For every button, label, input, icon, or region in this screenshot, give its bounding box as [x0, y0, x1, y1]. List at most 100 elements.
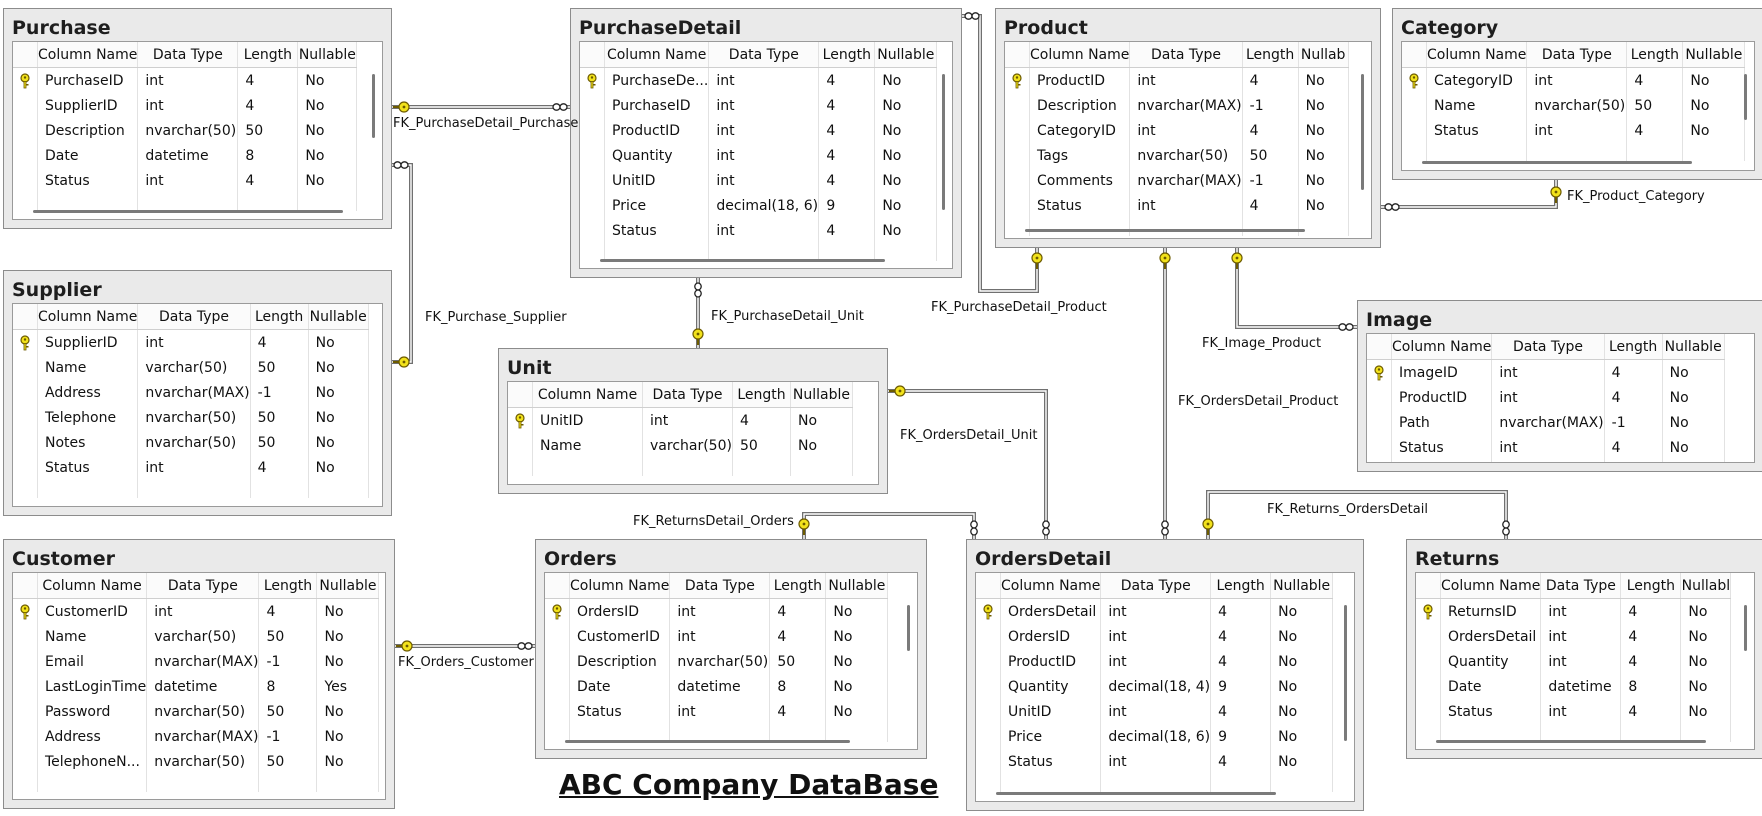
nullable-cell[interactable]: No [316, 699, 380, 724]
fk-line-image-product[interactable] [1235, 248, 1357, 329]
nullable-cell[interactable]: No [1682, 67, 1746, 93]
length-cell[interactable]: 4 [1242, 118, 1299, 143]
empty-cell[interactable] [37, 774, 148, 792]
data-type-cell[interactable]: int [1129, 67, 1243, 93]
empty-cell[interactable] [1402, 143, 1427, 161]
length-cell[interactable]: 50 [258, 699, 318, 724]
empty-cell[interactable] [825, 724, 889, 742]
empty-cell[interactable] [1029, 218, 1131, 236]
data-type-cell[interactable]: int [1526, 118, 1628, 143]
row-selector[interactable] [1367, 435, 1392, 460]
column-name-cell[interactable]: PurchaseID [37, 67, 139, 93]
nullable-cell[interactable]: No [1270, 724, 1334, 749]
column-name-cell[interactable]: Email [37, 649, 148, 674]
nullable-cell[interactable]: No [297, 168, 358, 193]
empty-cell[interactable] [1620, 724, 1682, 742]
length-cell[interactable]: 4 [769, 699, 827, 724]
nullable-cell[interactable]: No [1680, 699, 1732, 724]
nullable-cell[interactable]: No [1270, 649, 1334, 674]
column-name-cell[interactable]: SupplierID [37, 93, 139, 118]
length-cell[interactable]: 50 [258, 624, 318, 649]
column-name-cell[interactable]: Date [569, 674, 671, 699]
nullable-cell[interactable]: No [1682, 93, 1746, 118]
row-selector[interactable] [13, 168, 38, 193]
column-name-cell[interactable]: OrdersID [569, 598, 671, 624]
nullable-cell[interactable]: No [316, 724, 380, 749]
empty-cell[interactable] [1367, 460, 1392, 462]
nullable-cell[interactable]: No [316, 624, 380, 649]
row-selector[interactable] [580, 67, 605, 93]
empty-cell[interactable] [732, 458, 791, 476]
length-cell[interactable]: -1 [1242, 168, 1299, 193]
nullable-cell[interactable]: No [297, 67, 358, 93]
empty-cell[interactable] [1540, 724, 1622, 742]
column-name-cell[interactable]: Status [1426, 118, 1528, 143]
column-name-cell[interactable]: Price [604, 193, 710, 218]
nullable-cell[interactable]: No [1662, 359, 1725, 385]
column-name-cell[interactable]: Comments [1029, 168, 1131, 193]
empty-cell[interactable] [642, 458, 733, 476]
length-cell[interactable]: 4 [1626, 67, 1684, 93]
nullable-cell[interactable]: No [1298, 143, 1349, 168]
column-name-cell[interactable]: SupplierID [37, 329, 139, 355]
length-cell[interactable]: -1 [258, 649, 318, 674]
data-type-cell[interactable]: int [1129, 193, 1243, 218]
data-type-cell[interactable]: int [708, 168, 820, 193]
row-selector[interactable] [13, 624, 38, 649]
row-selector[interactable] [508, 433, 533, 458]
empty-cell[interactable] [569, 724, 671, 742]
horizontal-scrollbar[interactable] [1436, 740, 1706, 743]
column-name-cell[interactable]: Password [37, 699, 148, 724]
data-type-cell[interactable]: datetime [137, 143, 239, 168]
data-type-cell[interactable]: int [708, 218, 820, 243]
column-name-cell[interactable]: Status [1000, 749, 1102, 774]
row-selector[interactable] [545, 674, 570, 699]
data-type-cell[interactable]: nvarchar(50) [146, 749, 260, 774]
row-selector[interactable] [13, 649, 38, 674]
row-selector[interactable] [976, 649, 1001, 674]
empty-cell[interactable] [1426, 143, 1528, 161]
nullable-cell[interactable]: No [1298, 168, 1349, 193]
length-cell[interactable]: 50 [732, 433, 791, 458]
column-name-cell[interactable]: Address [37, 724, 148, 749]
empty-cell[interactable] [1000, 774, 1102, 792]
data-type-cell[interactable]: int [137, 93, 239, 118]
empty-cell[interactable] [790, 458, 853, 476]
nullable-cell[interactable]: No [297, 93, 358, 118]
row-selector[interactable] [580, 193, 605, 218]
fk-label[interactable]: FK_ReturnsDetail_Orders [633, 514, 794, 529]
nullable-cell[interactable]: No [790, 407, 853, 433]
fk-label[interactable]: FK_Orders_Customer [398, 655, 534, 670]
length-cell[interactable]: 8 [258, 674, 318, 699]
nullable-cell[interactable]: No [1680, 674, 1732, 699]
nullable-cell[interactable]: No [1270, 749, 1334, 774]
row-selector[interactable] [1416, 674, 1441, 699]
horizontal-scrollbar[interactable] [996, 792, 1276, 795]
data-type-cell[interactable]: int [708, 93, 820, 118]
data-type-cell[interactable]: int [1100, 699, 1212, 724]
column-name-cell[interactable]: OrdersID [1000, 624, 1102, 649]
data-type-cell[interactable]: datetime [146, 674, 260, 699]
empty-cell[interactable] [258, 774, 318, 792]
nullable-cell[interactable]: Yes [316, 674, 380, 699]
